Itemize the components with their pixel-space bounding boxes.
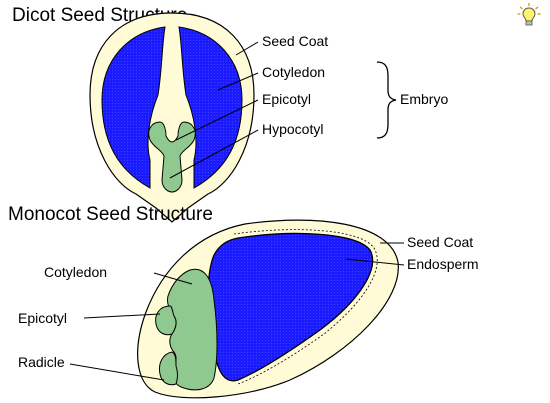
dicot-leader-hypocotyl: [169, 129, 259, 179]
monocot-label-epicotyl: Epicotyl: [18, 310, 67, 326]
dicot-leader-seed-coat: [235, 41, 259, 56]
monocot-epicotyl-lobe: [155, 305, 177, 336]
lightbulb-icon[interactable]: [516, 2, 542, 28]
monocot-leader-cotyledon: [153, 272, 193, 285]
monocot-label-cotyledon: Cotyledon: [44, 264, 107, 280]
dicot-leader-epicotyl: [175, 99, 259, 141]
monocot-title: Monocot Seed Structure: [8, 204, 213, 225]
monocot-label-radicle: Radicle: [18, 354, 65, 370]
dicot-label-epicotyl: Epicotyl: [262, 91, 311, 107]
dicot-embryo-brace: [376, 61, 397, 139]
dicot-leader-cotyledon: [217, 72, 259, 91]
dicot-label-embryo: Embryo: [400, 91, 448, 107]
monocot-leader-epicotyl: [83, 313, 161, 319]
monocot-leader-radicle: [69, 363, 165, 381]
monocot-leader-endosperm: [345, 258, 405, 266]
monocot-label-seed-coat: Seed Coat: [407, 234, 473, 250]
monocot-endosperm-edge: [233, 229, 378, 385]
monocot-endosperm: [207, 232, 374, 382]
dicot-cotyledon-left: [101, 26, 166, 189]
dicot-label-seed-coat: Seed Coat: [262, 33, 328, 49]
monocot-label-endosperm: Endosperm: [407, 256, 479, 272]
monocot-radicle-lobe: [159, 351, 178, 386]
dicot-label-hypocotyl: Hypocotyl: [262, 121, 323, 137]
dicot-label-cotyledon: Cotyledon: [262, 64, 325, 80]
dicot-embryo-axis: [148, 121, 196, 193]
